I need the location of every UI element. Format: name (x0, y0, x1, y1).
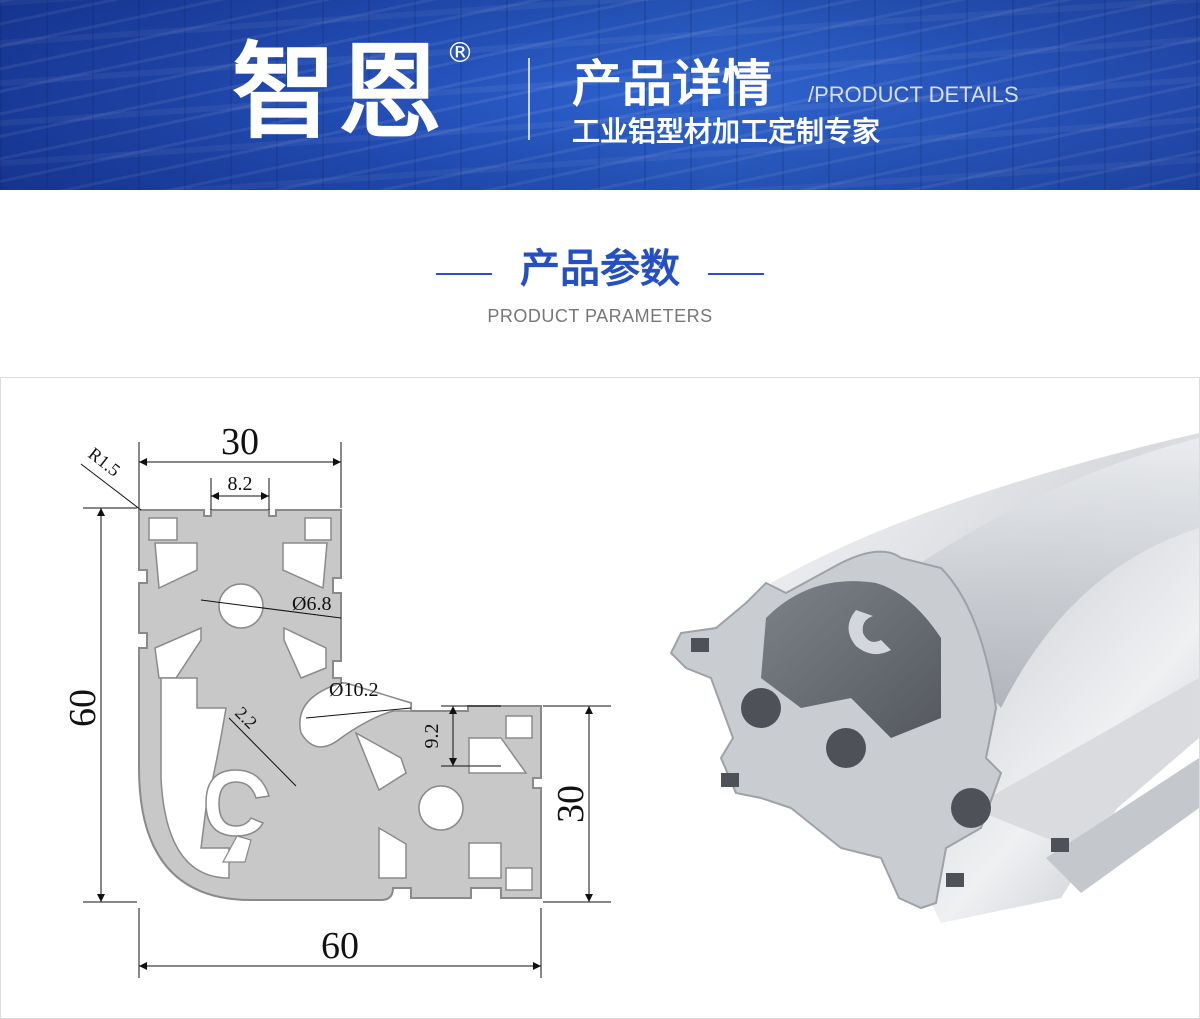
dim-bottom-width: 60 (321, 925, 359, 967)
banner-divider (528, 58, 530, 140)
banner-background-shade (0, 0, 1200, 190)
banner-title: 产品详情 (572, 55, 772, 113)
registered-mark: ® (446, 36, 474, 69)
section-title-line-left (436, 273, 492, 275)
dim-slot-width: 8.2 (228, 473, 253, 495)
header-banner: 智恩 ® 产品详情 /PRODUCT DETAILS 工业铝型材加工定制专家 (0, 0, 1200, 190)
dim-height-right: 30 (550, 785, 592, 823)
section-title: 产品参数 (520, 246, 680, 292)
dim-radius: R1.5 (85, 443, 125, 480)
technical-drawing: 30 8.2 R1.5 Ø6.8 Ø10.2 60 2.2 9.2 30 60 (62, 421, 611, 978)
dim-slot-depth: 9.2 (421, 724, 443, 749)
profile-cross-section (138, 509, 542, 901)
dim-hole-large: Ø10.2 (329, 679, 378, 701)
banner-title-en: /PRODUCT DETAILS (808, 82, 1019, 107)
product-panel: 30 8.2 R1.5 Ø6.8 Ø10.2 60 2.2 9.2 30 60 (0, 377, 1200, 1019)
aluminum-profile-render (669, 433, 1199, 923)
dim-top-width: 30 (221, 421, 259, 463)
product-photo (669, 433, 1199, 923)
dimension-lines (80, 442, 611, 978)
section-title-line-right (708, 273, 764, 275)
dim-hole-small: Ø6.8 (292, 593, 331, 615)
section-subtitle: PRODUCT PARAMETERS (487, 306, 713, 326)
dim-height-left: 60 (62, 689, 104, 727)
banner-subtitle: 工业铝型材加工定制专家 (572, 115, 881, 148)
banner-background-texture (0, 0, 1200, 190)
brand-logo-text: 智恩 (232, 31, 445, 153)
